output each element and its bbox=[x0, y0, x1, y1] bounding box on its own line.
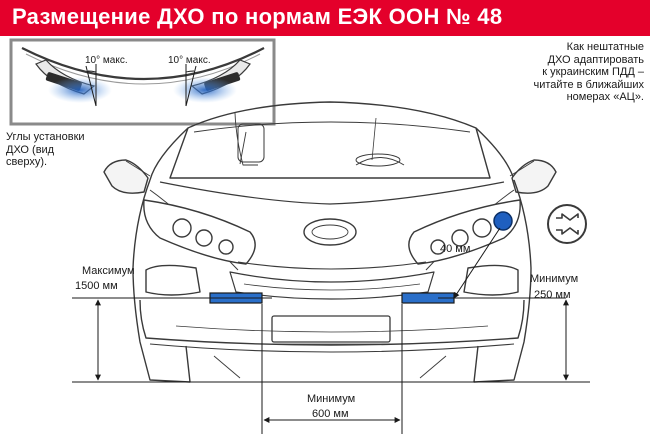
note-line: ДХО адаптировать bbox=[547, 53, 644, 66]
car-front-outline bbox=[103, 101, 557, 383]
max-height-value: 1500 мм bbox=[75, 280, 118, 292]
min-spacing-value: 600 мм bbox=[312, 408, 349, 420]
left-angle-label: 10° макс. bbox=[85, 55, 128, 66]
header-banner: Размещение ДХО по нормам ЕЭК ООН № 48 bbox=[0, 0, 650, 36]
min-spacing-label: Минимум bbox=[307, 393, 356, 405]
note-line: к украинским ПДД – bbox=[542, 66, 644, 78]
headlight-direction-icon bbox=[547, 204, 587, 244]
page-title: Размещение ДХО по нормам ЕЭК ООН № 48 bbox=[12, 4, 503, 29]
max-height-label: Максимум bbox=[82, 265, 135, 277]
adaptation-note: Как нештатные ДХО адаптировать к украинс… bbox=[510, 41, 645, 104]
dimension-lines bbox=[72, 227, 590, 434]
note-line: Как нештатные bbox=[566, 41, 644, 53]
caption-line: ДХО (вид bbox=[6, 143, 55, 156]
license-plate bbox=[271, 315, 391, 343]
inset-top-view bbox=[9, 38, 276, 126]
headlight-marker-dot bbox=[493, 211, 513, 231]
min-height-value: 250 мм bbox=[534, 289, 571, 301]
right-angle-label: 10° макс. bbox=[168, 55, 211, 66]
edge-distance-value: 40 мм bbox=[440, 243, 471, 255]
right-beam-spread bbox=[173, 77, 237, 103]
inset-caption: Углы установки ДХО (вид сверху). bbox=[6, 131, 85, 169]
caption-line: сверху). bbox=[6, 156, 48, 168]
note-line: читайте в ближайших bbox=[533, 78, 645, 91]
min-height-label: Минимум bbox=[530, 273, 579, 285]
note-line: номерах «АЦ». bbox=[566, 91, 644, 103]
left-beam-spread bbox=[48, 77, 112, 103]
caption-line: Углы установки bbox=[6, 131, 85, 143]
